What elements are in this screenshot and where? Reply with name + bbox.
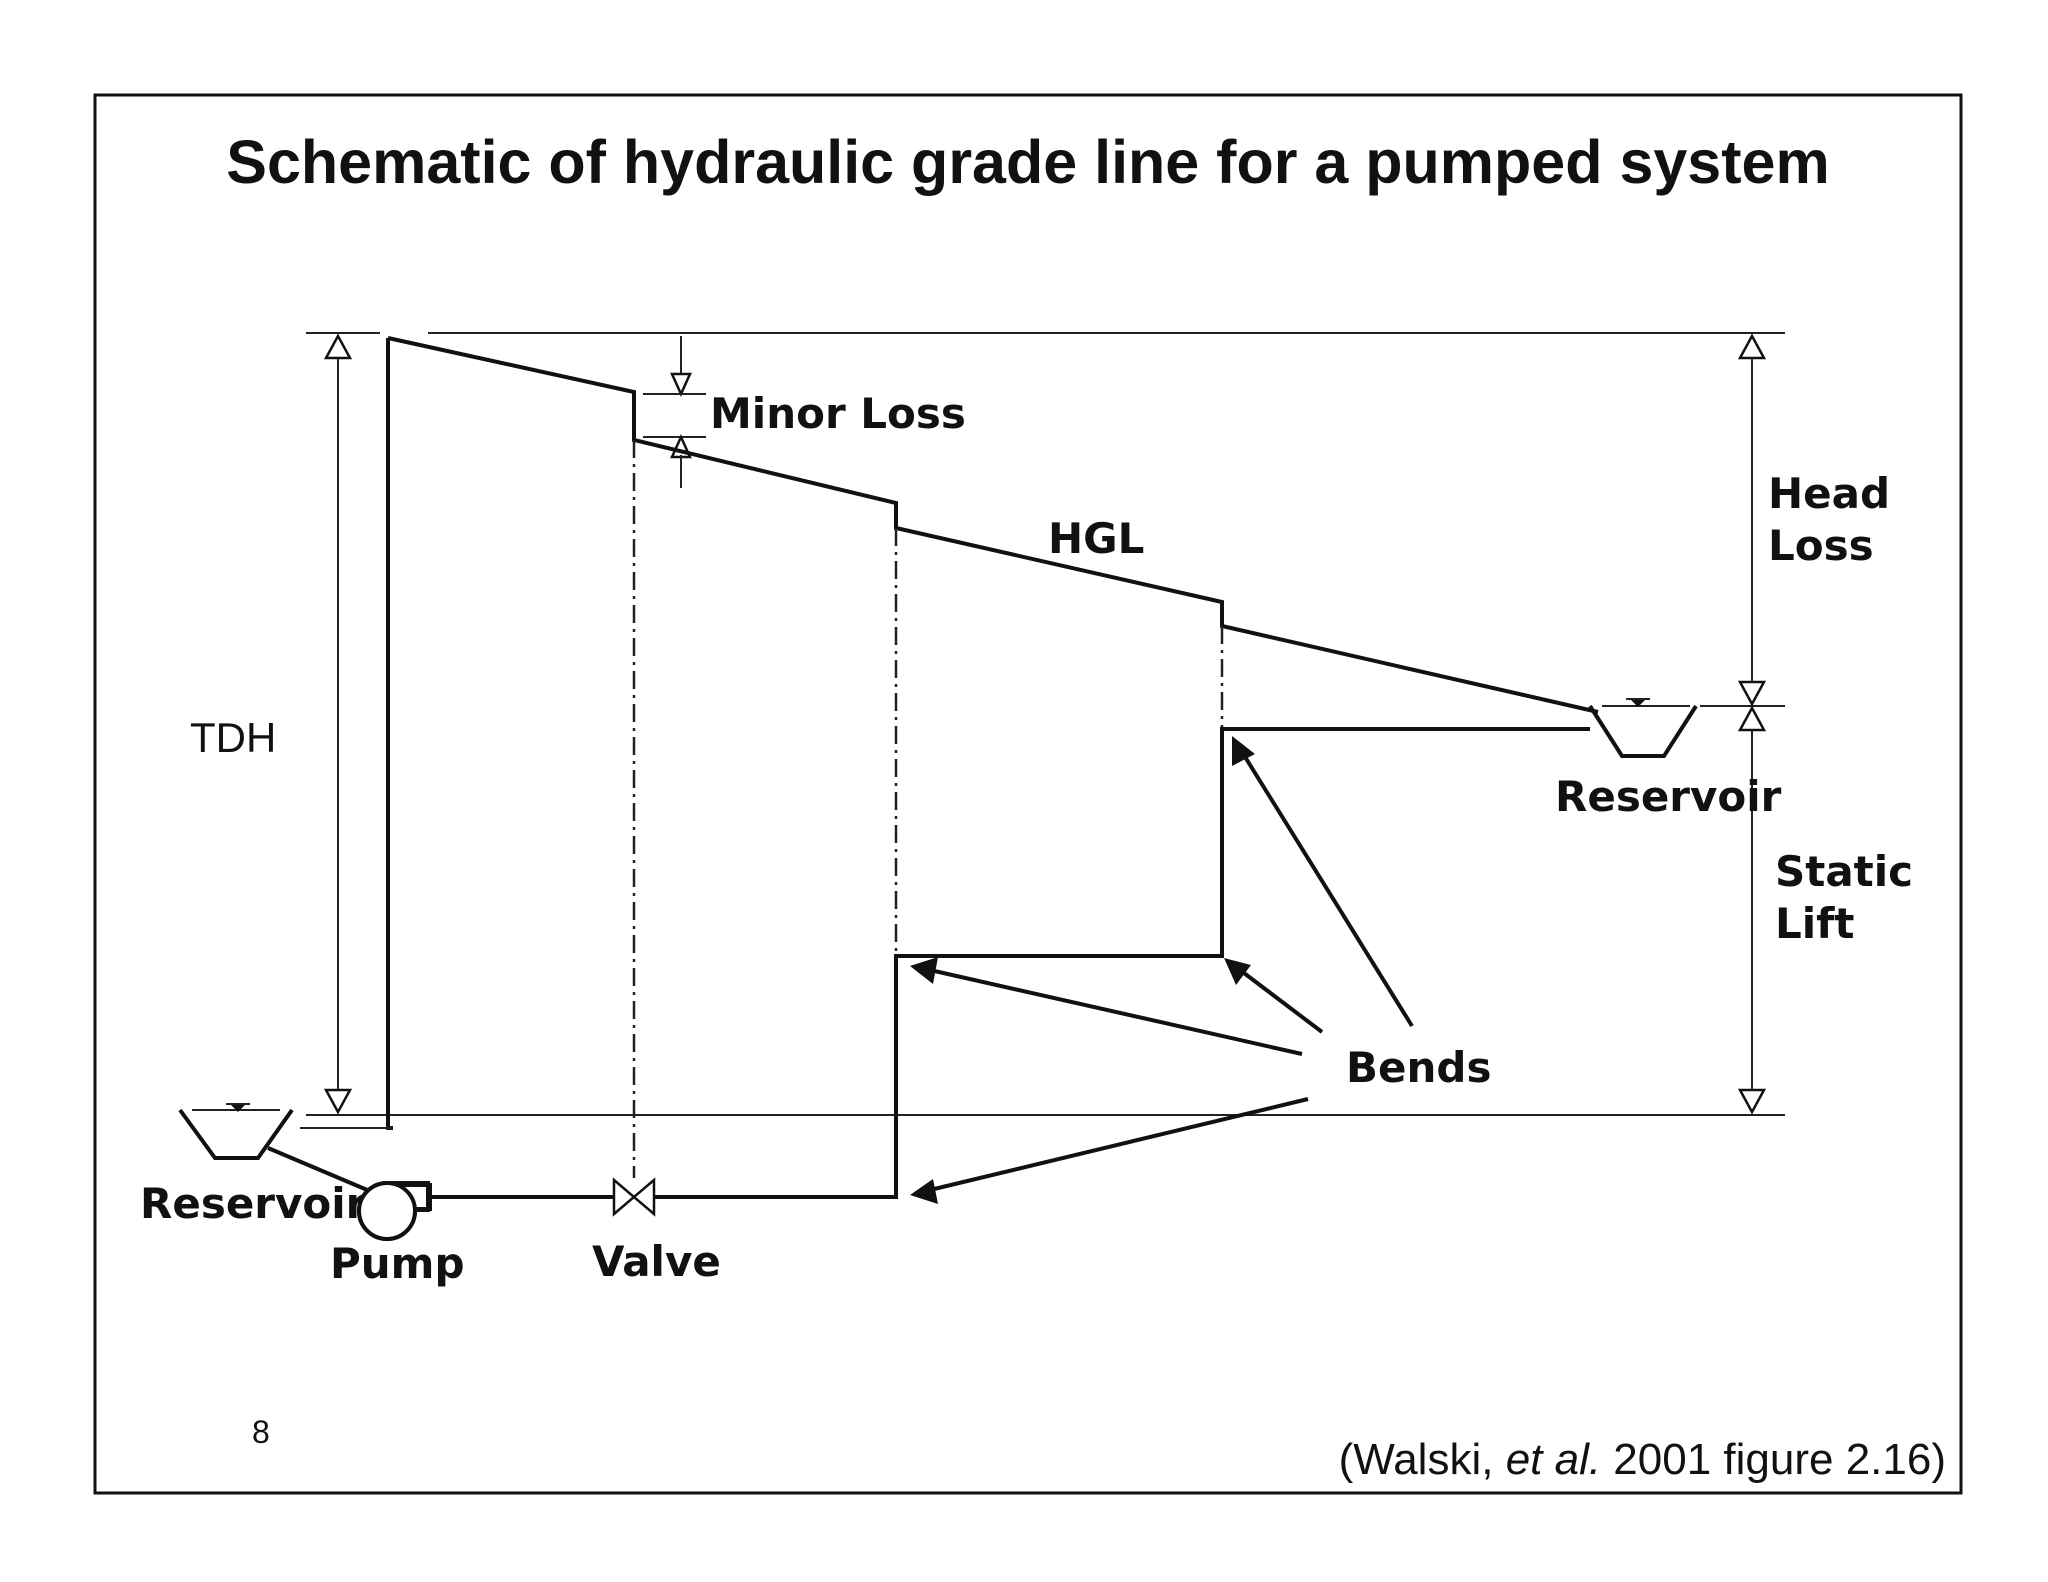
- citation-prefix: (Walski,: [1339, 1435, 1506, 1484]
- head-loss-dimension-arrow: [1737, 333, 1767, 707]
- lower-reservoir-label: Reservoir: [140, 1179, 367, 1228]
- tdh-label: TDH: [190, 714, 276, 761]
- upper-reservoir-label: Reservoir: [1555, 772, 1782, 821]
- pipe-profile-downstream: [655, 727, 1590, 1199]
- lower-reservoir-icon: [178, 1103, 294, 1160]
- bend-pointer-arrow-1: [910, 957, 1303, 1056]
- slide-frame: [93, 93, 1963, 1495]
- valve-label: Valve: [592, 1237, 721, 1286]
- valve-icon: [612, 1177, 656, 1217]
- suction-pipe: [267, 1146, 373, 1194]
- bend-pointer-arrow-4: [910, 1097, 1309, 1204]
- bend-pointer-arrow-2: [1224, 958, 1324, 1034]
- static-lift-dimension-arrow: [1737, 705, 1767, 1115]
- head-loss-label-line1: Head: [1768, 469, 1890, 518]
- citation: (Walski, et al. 2001 figure 2.16): [1339, 1435, 1946, 1484]
- hgl-line: [387, 336, 1599, 714]
- head-loss-label-line2: Loss: [1768, 521, 1874, 570]
- citation-italic: et al.: [1506, 1435, 1601, 1484]
- slide-title: Schematic of hydraulic grade line for a …: [226, 128, 1829, 196]
- minor-loss-label: Minor Loss: [710, 389, 966, 438]
- page-number: 8: [252, 1414, 270, 1450]
- upper-reservoir-icon: [1588, 698, 1698, 758]
- pump-label: Pump: [330, 1239, 465, 1288]
- citation-suffix: 2001 figure 2.16): [1601, 1435, 1946, 1484]
- static-lift-label-line1: Static: [1775, 847, 1913, 896]
- hgl-label: HGL: [1048, 514, 1144, 563]
- tdh-dimension-arrow: [323, 333, 353, 1115]
- static-lift-label-line2: Lift: [1775, 899, 1855, 948]
- bend-pointer-arrow-3: [1232, 736, 1414, 1028]
- bends-label: Bends: [1346, 1043, 1491, 1092]
- pump-icon: [357, 1181, 432, 1241]
